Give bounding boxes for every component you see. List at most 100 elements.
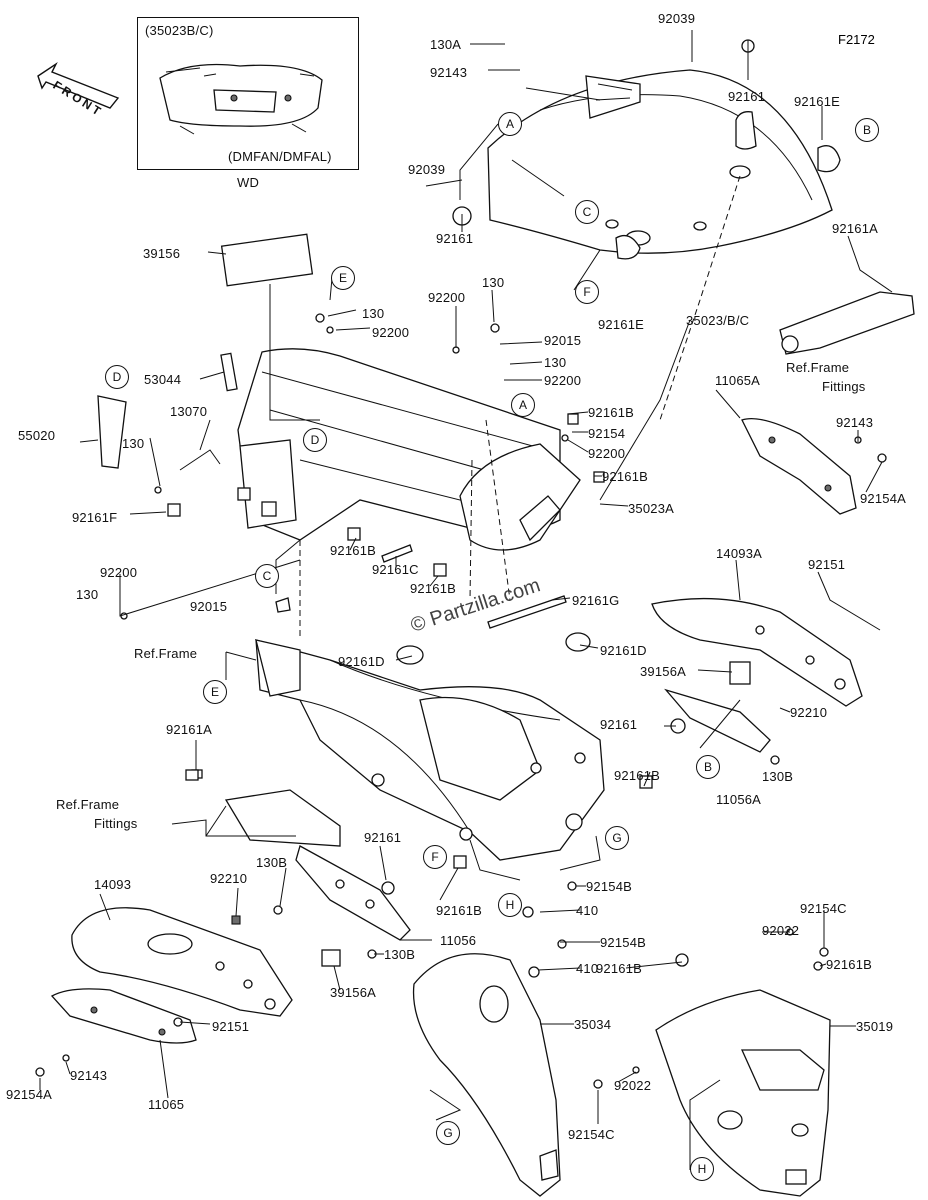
- callout-g: G: [436, 1121, 460, 1145]
- part-number-label: 92154A: [6, 1087, 53, 1102]
- part-number-label: 11065A: [715, 373, 761, 388]
- part-number-label: 130B: [762, 769, 794, 784]
- part-number-label: 92161E: [598, 317, 645, 332]
- part-number-label: 14093: [94, 877, 132, 892]
- part-number-label: 92161: [728, 89, 766, 104]
- rear-fender-top: [487, 69, 833, 254]
- callout-d: D: [303, 428, 327, 452]
- bracket-fittings-left: [191, 769, 411, 941]
- callout-e: E: [331, 266, 355, 290]
- part-number-label: 92161C: [372, 562, 419, 577]
- part-number-label: 92200: [100, 565, 138, 580]
- part-number-label: 92154A: [860, 491, 907, 506]
- part-number-label: 92143: [70, 1068, 108, 1083]
- part-number-label: 130: [76, 587, 99, 602]
- part-number-label: 92161E: [794, 94, 841, 109]
- part-number-label: 92154C: [800, 901, 847, 916]
- part-number-label: Ref.Frame: [134, 646, 198, 661]
- part-number-label: 53044: [144, 372, 182, 387]
- part-number-label: 11065: [148, 1097, 185, 1112]
- part-number-label: 35034: [574, 1017, 612, 1032]
- part-number-label: 92022: [762, 923, 800, 938]
- part-number-label: 92200: [428, 290, 466, 305]
- part-number-label: 92161D: [338, 654, 385, 669]
- part-number-label: Fittings: [822, 379, 866, 394]
- callout-b: B: [855, 118, 879, 142]
- part-number-label: 130B: [384, 947, 416, 962]
- part-number-label: 92210: [210, 871, 248, 886]
- part-number-label: 130: [122, 436, 145, 451]
- lower-fender-35034: [412, 953, 561, 1197]
- part-number-label: 130: [482, 275, 505, 290]
- lower-fender-35019: [655, 989, 831, 1197]
- part-number-label: 92161A: [166, 722, 213, 737]
- part-number-label: 92161B: [436, 903, 483, 918]
- inset-model-codes: (DMFAN/DMFAL): [228, 149, 332, 164]
- callout-a: A: [511, 393, 535, 417]
- ref-frame-fittings-right: [779, 291, 915, 355]
- part-number-label: 92015: [190, 599, 228, 614]
- part-number-label: 92161: [364, 830, 402, 845]
- part-number-label: 92161F: [72, 510, 118, 525]
- part-number-label: 92210: [790, 705, 828, 720]
- part-number-label: 130A: [430, 37, 462, 52]
- part-number-label: 410: [576, 961, 599, 976]
- side-cover-14093a: [651, 417, 863, 753]
- callout-b: B: [696, 755, 720, 779]
- part-number-label: 92161B: [614, 768, 661, 783]
- hardware-parts: [35, 39, 887, 1089]
- part-number-label: Ref.Frame: [56, 797, 120, 812]
- part-number-label: Fittings: [94, 816, 138, 831]
- part-number-label: 92015: [544, 333, 582, 348]
- part-number-label: 39156A: [330, 985, 377, 1000]
- part-number-label: 39156A: [640, 664, 687, 679]
- part-number-label: 92154C: [568, 1127, 615, 1142]
- part-number-label: 92161B: [602, 469, 649, 484]
- part-number-label: 92161B: [330, 543, 377, 558]
- part-number-label: 92143: [836, 415, 874, 430]
- part-number-label: 35019: [856, 1019, 894, 1034]
- part-number-label: 11056A: [716, 792, 762, 807]
- callout-h: H: [498, 893, 522, 917]
- part-number-label: 92200: [544, 373, 582, 388]
- callout-g: G: [605, 826, 629, 850]
- part-number-label: 130: [362, 306, 385, 321]
- part-number-label: 410: [576, 903, 599, 918]
- callout-a: A: [498, 112, 522, 136]
- part-number-label: 92039: [408, 162, 446, 177]
- part-number-label: 92200: [588, 446, 626, 461]
- part-number-label: 92161A: [832, 221, 879, 236]
- part-number-label: 39156: [143, 246, 181, 261]
- part-number-label: 92039: [658, 11, 696, 26]
- callout-e: E: [203, 680, 227, 704]
- part-number-label: 55020: [18, 428, 56, 443]
- callout-f: F: [423, 845, 447, 869]
- part-number-label: 11056: [440, 933, 477, 948]
- side-cover-14093: [50, 907, 341, 1044]
- diagram-id: F2172: [838, 32, 875, 47]
- part-number-label: 92161G: [572, 593, 620, 608]
- part-number-label: 13070: [170, 404, 208, 419]
- part-number-label: 130: [544, 355, 567, 370]
- callout-f: F: [575, 280, 599, 304]
- part-number-label: 92161B: [410, 581, 457, 596]
- part-number-label: 92161B: [588, 405, 635, 420]
- part-number-label: 35023A: [628, 501, 675, 516]
- part-number-label: Ref.Frame: [786, 360, 850, 375]
- part-number-label: 92161: [436, 231, 474, 246]
- front-arrow-icon: [37, 61, 120, 109]
- inset-box: [137, 17, 359, 170]
- inset-caption: WD: [237, 175, 260, 190]
- part-number-label: 92151: [808, 557, 846, 572]
- callout-c: C: [575, 200, 599, 224]
- inset-fender-drawing: [159, 63, 323, 135]
- part-number-label: 92161: [600, 717, 638, 732]
- part-number-label: 35023/B/C: [686, 313, 750, 328]
- alignment-dashes: [299, 175, 741, 640]
- callout-d: D: [105, 365, 129, 389]
- part-number-label: 92161B: [826, 957, 873, 972]
- part-number-label: 92161D: [600, 643, 647, 658]
- part-number-label: 92154: [588, 426, 626, 441]
- part-number-label: 92200: [372, 325, 410, 340]
